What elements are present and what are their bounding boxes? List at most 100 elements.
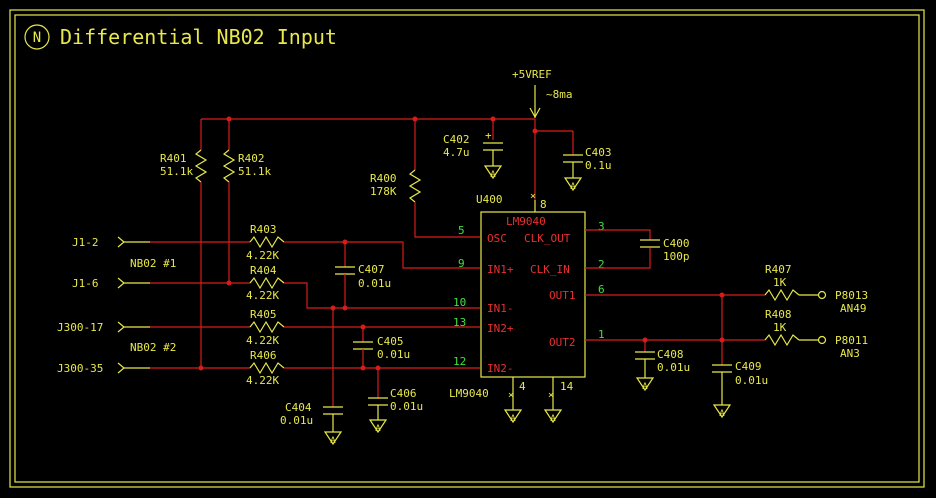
- pin-in2p-name: IN2+: [487, 322, 514, 335]
- ic-gnd2-x: ×: [548, 390, 554, 401]
- svg-text:AN3: AN3: [840, 347, 860, 360]
- port-p8013: P8013 AN49: [817, 289, 868, 315]
- svg-text:J1-6: J1-6: [72, 277, 99, 290]
- svg-text:+: +: [485, 129, 492, 142]
- capacitor-c408: C408 0.01u: [635, 348, 690, 378]
- svg-text:C404: C404: [285, 401, 312, 414]
- capacitor-c409: C409 0.01u: [712, 360, 768, 405]
- svg-text:51.1k: 51.1k: [238, 165, 271, 178]
- r400-to-osc: [414, 202, 480, 238]
- svg-text:P8013: P8013: [835, 289, 868, 302]
- svg-text:C406: C406: [390, 387, 417, 400]
- svg-text:4.7u: 4.7u: [443, 146, 470, 159]
- svg-text:P8011: P8011: [835, 334, 868, 347]
- net-label-nb02-2: NB02 #2: [130, 341, 176, 354]
- pin-in2m-num: 12: [453, 355, 466, 368]
- svg-text:J300-35: J300-35: [57, 362, 103, 375]
- clkout-wire: [585, 229, 651, 240]
- pin-in2m-name: IN2-: [487, 362, 514, 375]
- svg-text:A: A: [375, 424, 381, 434]
- port-j1-2: J1-2: [72, 236, 150, 249]
- ground-c408: A: [635, 377, 655, 392]
- svg-text:R404: R404: [250, 264, 277, 277]
- svg-text:C405: C405: [377, 335, 404, 348]
- ic-gnd1-x: ×: [508, 390, 514, 401]
- svg-text:C409: C409: [735, 360, 762, 373]
- svg-text:0.01u: 0.01u: [280, 414, 313, 427]
- svg-text:J300-17: J300-17: [57, 321, 103, 334]
- ic-vcc-num: 8: [540, 198, 547, 211]
- svg-text:0.01u: 0.01u: [735, 374, 768, 387]
- svg-text:A: A: [550, 414, 556, 424]
- pin-osc-name: OSC: [487, 232, 507, 245]
- svg-text:4.22K: 4.22K: [246, 334, 279, 347]
- svg-text:0.01u: 0.01u: [657, 361, 690, 374]
- svg-text:0.01u: 0.01u: [358, 277, 391, 290]
- svg-text:R403: R403: [250, 223, 277, 236]
- pin-clkout-name: CLK_OUT: [524, 232, 571, 245]
- svg-text:100p: 100p: [663, 250, 690, 263]
- svg-text:AN49: AN49: [840, 302, 867, 315]
- capacitor-c407: C407 0.01u: [335, 263, 391, 290]
- svg-text:A: A: [330, 436, 336, 446]
- pin-clkin-name: CLK_IN: [530, 263, 570, 276]
- pin-clkin-num: 2: [598, 258, 605, 271]
- svg-text:R400: R400: [370, 172, 397, 185]
- capacitor-c406: C406 0.01u: [368, 387, 423, 420]
- svg-text:R405: R405: [250, 308, 277, 321]
- ground-ic-pin4: A: [503, 409, 523, 424]
- svg-text:4.22K: 4.22K: [246, 249, 279, 262]
- svg-text:A: A: [510, 414, 516, 424]
- resistor-r404: R404 4.22K: [246, 264, 285, 302]
- ic-part: LM9040: [506, 215, 546, 228]
- pin-in2p-num: 13: [453, 316, 466, 329]
- ground-c406: A: [368, 419, 388, 434]
- svg-text:4.22K: 4.22K: [246, 374, 279, 387]
- svg-text:A: A: [719, 409, 725, 419]
- pin-in1p-num: 9: [458, 257, 465, 270]
- resistor-r400: R400 178K: [370, 169, 422, 203]
- junction-dots: [198, 116, 725, 371]
- drawing-inner-border: [14, 14, 920, 483]
- resistor-r402: R402 51.1k: [222, 149, 271, 183]
- pin-in1p-name: IN1+: [487, 263, 514, 276]
- svg-text:A: A: [570, 182, 576, 192]
- ground-c403: A: [563, 177, 583, 192]
- supply-name: +5VREF: [512, 68, 552, 81]
- port-j1-6: J1-6: [72, 277, 150, 290]
- capacitor-c400: C400 100p: [640, 237, 690, 263]
- drawing-border: [9, 9, 925, 488]
- capacitor-c405: C405 0.01u: [353, 335, 410, 361]
- resistor-r408: R408 1K: [764, 308, 800, 347]
- pin-in1m-name: IN1-: [487, 302, 514, 315]
- net-label-nb02-1: NB02 #1: [130, 257, 176, 270]
- supply-current: ~8ma: [546, 88, 573, 101]
- svg-text:R401: R401: [160, 152, 187, 165]
- net-in1m: [284, 282, 480, 309]
- svg-text:R408: R408: [765, 308, 792, 321]
- resistor-r401: R401 51.1k: [160, 149, 208, 183]
- svg-text:C402: C402: [443, 133, 470, 146]
- pin-out1-name: OUT1: [549, 289, 576, 302]
- ic-vcc-x: ×: [530, 191, 536, 202]
- ic-gnd1-num: 4: [519, 380, 526, 393]
- title-badge: N: [33, 30, 41, 46]
- capacitor-c403: C403 0.1u: [563, 146, 612, 178]
- svg-text:4.22K: 4.22K: [246, 289, 279, 302]
- port-j300-17: J300-17: [57, 321, 150, 334]
- svg-text:0.1u: 0.1u: [585, 159, 612, 172]
- svg-text:R407: R407: [765, 263, 792, 276]
- svg-text:51.1k: 51.1k: [160, 165, 193, 178]
- ground-c402: A: [483, 165, 503, 180]
- title-badge-circle: [24, 24, 50, 50]
- pin-clkout-num: 3: [598, 220, 605, 233]
- svg-text:A: A: [642, 382, 648, 392]
- pin-in1m-num: 10: [453, 296, 466, 309]
- svg-text:J1-2: J1-2: [72, 236, 99, 249]
- svg-text:C403: C403: [585, 146, 612, 159]
- ic-ref: U400: [476, 193, 503, 206]
- ic-gnd2-num: 14: [560, 380, 574, 393]
- supply-arrow: [529, 107, 541, 119]
- pin-osc-num: 5: [458, 224, 465, 237]
